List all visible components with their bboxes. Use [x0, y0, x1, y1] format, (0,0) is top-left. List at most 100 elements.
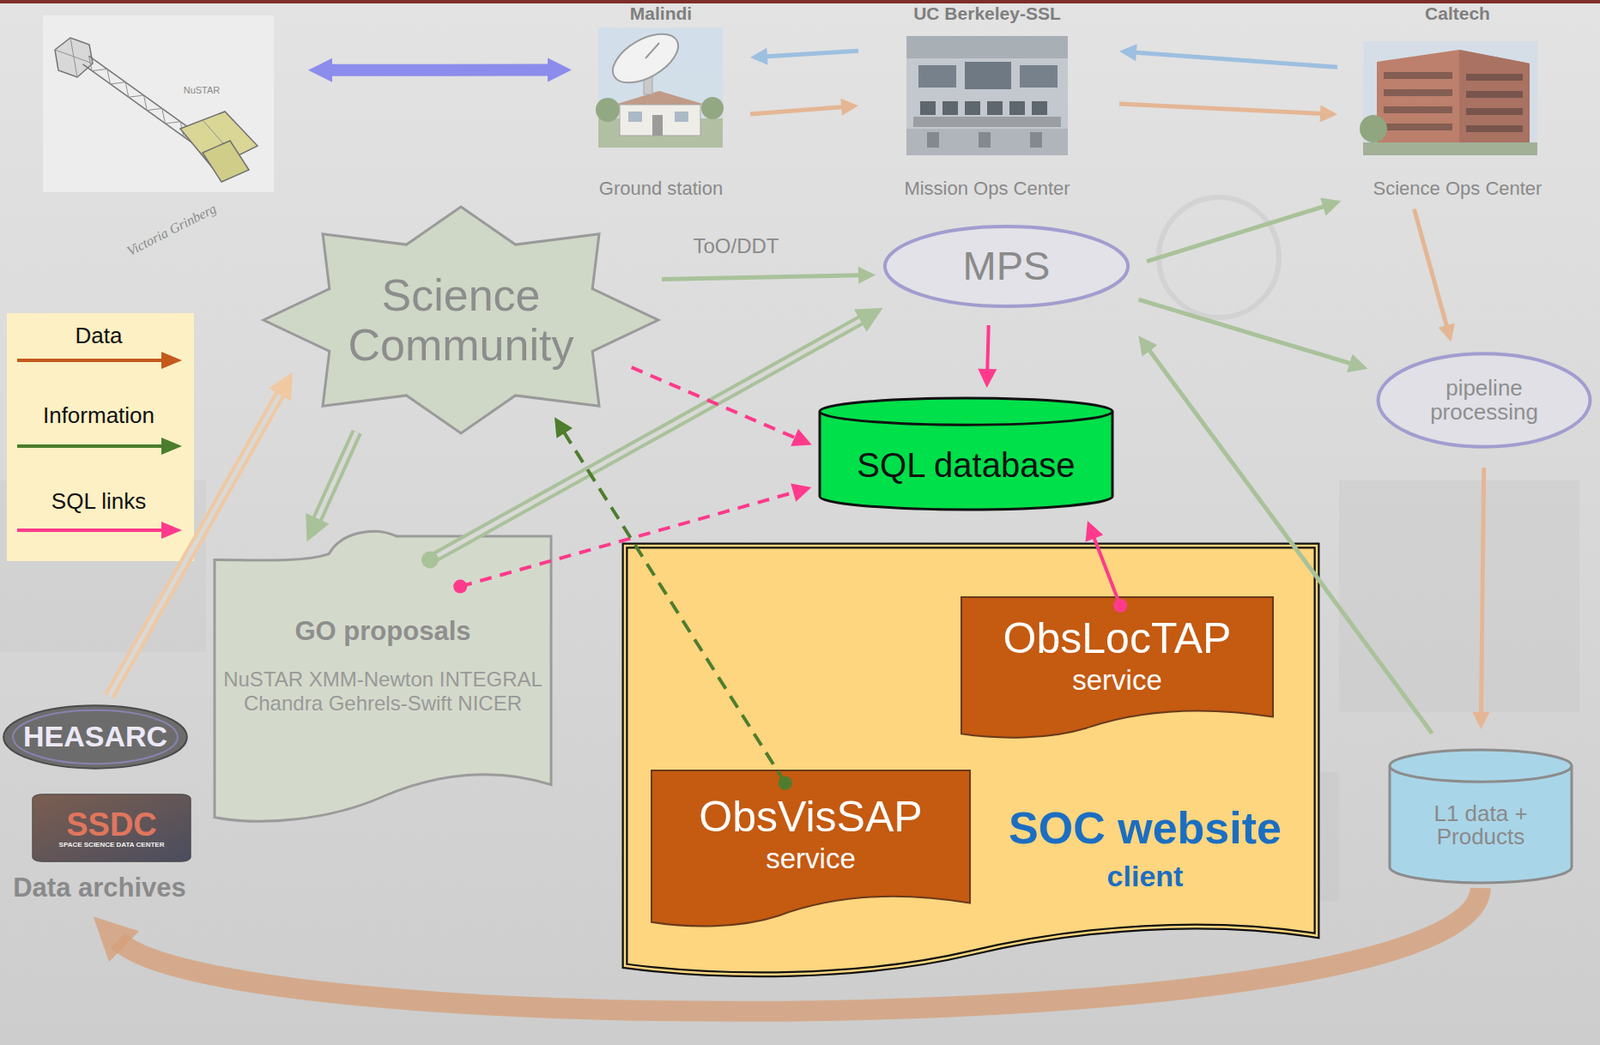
legend-panel	[6, 313, 194, 562]
legend-panel	[6, 313, 194, 562]
satellite-illustration	[83, 64, 194, 144]
logoE-outline	[12, 710, 178, 764]
archive-group: Data archives HEASARC SSDCSPACE SCIENCE DA…	[1, 699, 198, 910]
doc-outline	[961, 597, 1273, 739]
arrowhead	[268, 372, 293, 401]
ground-station-photo	[598, 27, 723, 148]
ellipse-outline	[884, 226, 1128, 307]
cyl-outline	[1389, 750, 1572, 782]
science-ops-photo	[1359, 41, 1538, 156]
satellite-illustration	[42, 15, 274, 193]
site-caption: Ground station	[599, 177, 723, 200]
mission-ops-photo	[964, 101, 981, 116]
connector-line	[1480, 467, 1484, 716]
mission-ops-photo	[906, 128, 1068, 156]
ground-station-photo	[674, 111, 689, 122]
science-ops-photo	[1376, 49, 1530, 146]
connector	[1085, 521, 1128, 613]
arrowhead	[93, 916, 140, 963]
mission-ops-photo	[1030, 132, 1043, 148]
satellite-illustration	[89, 55, 200, 137]
service-name: ObsVisSAP	[698, 793, 922, 843]
text-area: MalindiGround station	[583, 3, 739, 200]
node-heading: SOC website	[1008, 803, 1282, 855]
connector	[750, 48, 859, 66]
connector-line	[1139, 299, 1354, 365]
science-ops-photo	[1383, 123, 1453, 131]
connector-line	[109, 390, 283, 697]
arrowhead	[1472, 712, 1491, 730]
arrowhead	[1346, 354, 1368, 373]
text-area: SSDCSPACE SCIENCE DATA CENTER	[30, 799, 193, 860]
service-kind: service	[765, 842, 856, 876]
group-heading: Data archives	[12, 872, 187, 904]
legend-arrow	[17, 444, 165, 449]
mission-ops-photo	[964, 61, 1012, 90]
science-ops-photo	[1459, 49, 1530, 146]
satellite-illustration	[202, 120, 236, 158]
legend-arrow	[17, 528, 165, 533]
connector-line	[117, 888, 1480, 1013]
ellipse-outline	[1378, 353, 1591, 447]
ground-station-photo	[643, 66, 653, 95]
arrowhead	[840, 98, 859, 116]
legend-label: SQL links	[51, 489, 146, 516]
edge-label: ToO/DDT	[692, 234, 779, 259]
faint-backdrop	[1158, 197, 1279, 318]
legend-label: Data	[75, 323, 123, 350]
legend-arrow	[161, 437, 182, 455]
connector	[453, 484, 812, 594]
connector	[305, 431, 358, 542]
arrowhead	[1085, 521, 1104, 542]
faint-backdrop	[0, 197, 1580, 902]
science-ops-photo	[1359, 115, 1388, 143]
connector-dot	[1113, 599, 1128, 613]
satellite-illustration	[42, 15, 274, 193]
cyl-outline	[1389, 766, 1572, 884]
ground-station-photo	[614, 90, 706, 105]
text-area: L1 data + Products	[1406, 782, 1555, 869]
connector	[1146, 197, 1341, 261]
document-scroll: GO proposalsNuSTAR XMM-Newton INTEGRAL C…	[214, 530, 552, 827]
site-caption: Science Ops Center	[1373, 177, 1543, 200]
arrowhead	[790, 429, 813, 447]
cyl-outline	[819, 412, 1113, 510]
connector	[1119, 103, 1338, 122]
connector	[93, 888, 1481, 1013]
text-area: SQL database	[828, 424, 1104, 506]
panel-outline	[624, 545, 1317, 976]
arrowhead	[858, 266, 876, 285]
text-area: NuSTAR	[171, 82, 232, 98]
service-box: ObsLocTAPservice	[961, 597, 1273, 740]
ground-station-photo	[595, 24, 724, 148]
site-caption: Mission Ops Center	[903, 177, 1070, 200]
connector	[1413, 209, 1455, 343]
arrowhead	[1138, 335, 1158, 357]
logoE-outline	[3, 705, 188, 769]
arrowhead	[750, 48, 769, 66]
connector-dot	[778, 776, 793, 791]
connector-line	[750, 107, 845, 115]
ground-station-photo	[652, 115, 663, 136]
node-label: SQL database	[856, 445, 1075, 485]
archive-logo: HEASARC	[1, 703, 189, 771]
service-box: ObsVisSAPservice	[651, 770, 970, 929]
arrowhead	[1438, 322, 1455, 342]
panel-outline	[624, 545, 1317, 980]
node-label: MPS	[963, 242, 1051, 290]
connector-line	[1147, 347, 1433, 734]
mission-ops-photo	[1009, 101, 1025, 116]
connector-line	[1146, 206, 1327, 262]
database-cylinder: SQL database	[819, 398, 1113, 510]
science-ops-photo	[1383, 72, 1453, 79]
connector	[631, 367, 813, 447]
ground-station-photo	[605, 24, 687, 93]
database-cylinder: L1 data + Products	[1389, 750, 1572, 884]
faint-backdrop	[0, 480, 207, 653]
mission-ops-photo	[918, 65, 957, 88]
connector-line	[1092, 534, 1121, 606]
text-area: SOC websiteclient	[990, 803, 1300, 924]
connector-line	[460, 491, 797, 588]
website-panel: SOC websiteclient ObsLocTAPserviceObsVisS…	[624, 545, 1317, 980]
ground-station-photo	[598, 118, 723, 148]
